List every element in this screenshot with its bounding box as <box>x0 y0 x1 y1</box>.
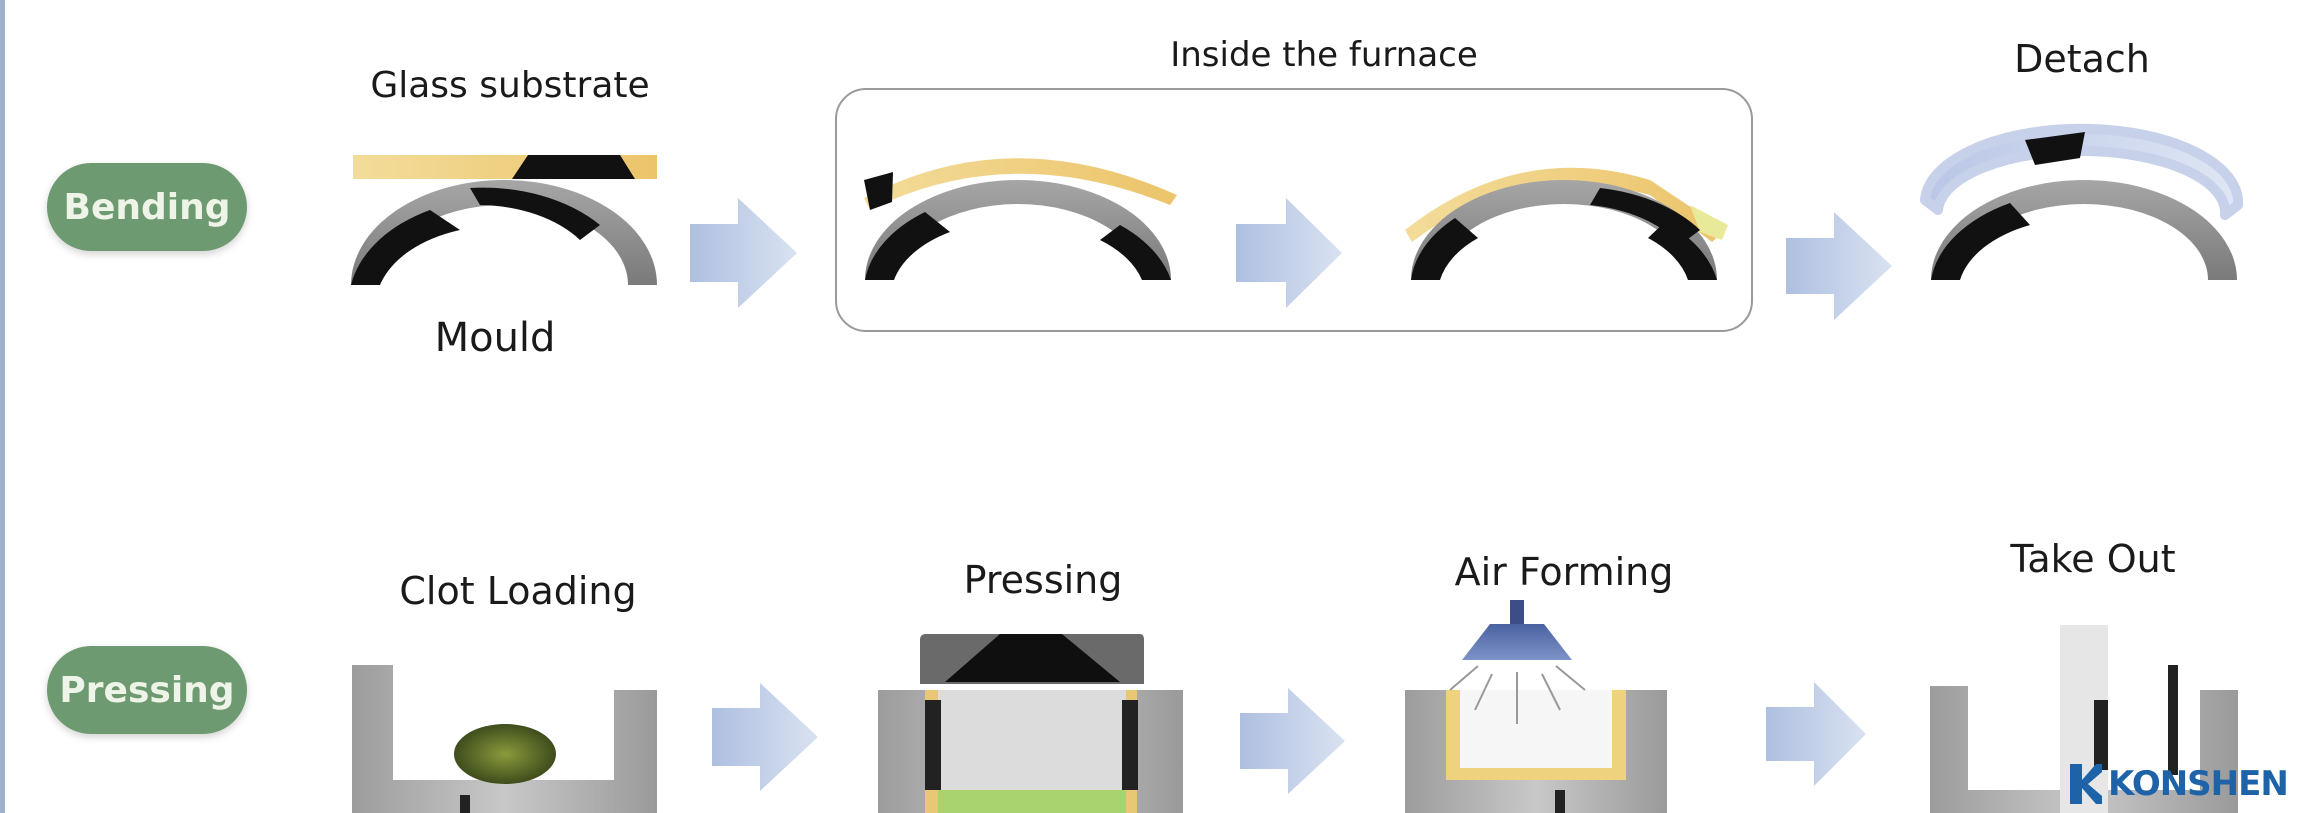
press-frame-left <box>925 700 941 790</box>
mould-dark-left <box>351 210 460 285</box>
detached-glass <box>1920 123 2244 220</box>
mould-dark-right <box>1648 222 1717 280</box>
label-pressing-step: Pressing <box>963 558 1123 602</box>
arrow-icon <box>690 198 797 308</box>
arrow-icon <box>1236 198 1342 308</box>
mould-arch <box>351 180 657 285</box>
furnace-step-a-illustration <box>864 158 1177 280</box>
left-frame-edge <box>0 0 5 813</box>
pressed-glass-green <box>938 790 1126 813</box>
pressing-row-label-text: Pressing <box>59 669 235 711</box>
press-frame-right <box>1122 700 1138 790</box>
mould-dark-left <box>1931 203 2030 280</box>
label-take-out: Take Out <box>2010 537 2176 581</box>
press-head-shadow <box>945 634 1120 682</box>
pressing-row-label: Pressing <box>47 646 247 734</box>
brand-name: KONSHEN <box>2108 764 2289 804</box>
glass-shadow <box>512 155 635 179</box>
air-flow-lines <box>1449 665 1586 724</box>
plunger-body <box>938 690 1126 805</box>
furnace-step-b-illustration <box>1405 167 1728 280</box>
label-clot-loading: Clot Loading <box>399 569 637 613</box>
pressing-illustration <box>878 634 1183 813</box>
arrow-icon <box>1240 688 1345 794</box>
glass-sheet-bending <box>1405 167 1725 242</box>
bending-row-label-text: Bending <box>63 186 231 228</box>
mould-wall-dark <box>2168 665 2178 775</box>
arrow-icon <box>712 683 818 791</box>
glass-sheet-bending <box>864 158 1177 210</box>
glass-edge-highlight <box>1690 205 1728 240</box>
detach-illustration <box>1920 123 2244 280</box>
label-detach: Detach <box>2014 37 2150 81</box>
konshen-logo-icon <box>2070 764 2102 804</box>
mould-dark-right <box>1100 225 1171 280</box>
mould-dark-left <box>1411 218 1478 280</box>
mould-pin <box>1555 790 1565 813</box>
glass-clot <box>454 724 556 784</box>
mould-dark-top <box>470 187 600 240</box>
label-glass-substrate: Glass substrate <box>370 65 650 106</box>
mould-pin <box>460 795 470 813</box>
arrow-icon <box>1786 212 1892 320</box>
brand-logo: KONSHEN <box>2068 760 2289 808</box>
arrow-icon <box>1766 682 1866 786</box>
lamp-stem <box>1510 600 1524 624</box>
air-forming-illustration <box>1405 600 1667 813</box>
glass-shadow <box>864 172 893 210</box>
ejector-shadow <box>2094 700 2108 770</box>
mould-cavity <box>1460 690 1612 768</box>
furnace-frame <box>835 88 1753 332</box>
air-nozzle-icon <box>1462 624 1572 660</box>
label-mould: Mould <box>434 315 556 361</box>
label-inside-furnace: Inside the furnace <box>1170 35 1478 75</box>
bending-row-label: Bending <box>47 163 247 251</box>
clot-loading-illustration <box>352 665 657 813</box>
glass-shadow <box>2025 132 2085 165</box>
label-air-forming: Air Forming <box>1454 550 1674 594</box>
mould-dark-left <box>865 212 950 280</box>
bending-step1-illustration <box>351 155 657 285</box>
forming-mould <box>1930 686 2238 813</box>
mould-arch <box>865 180 1171 280</box>
